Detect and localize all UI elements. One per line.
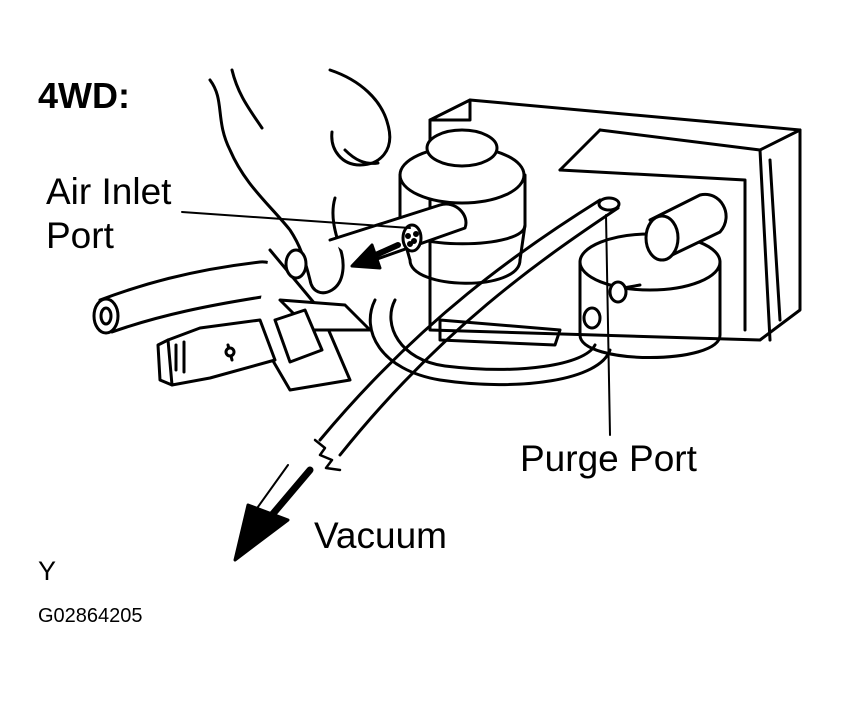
electrical-connector	[156, 308, 324, 387]
vacuum-arrow	[233, 464, 314, 562]
vacuum-hose	[313, 196, 621, 472]
vacuum-label: Vacuum	[314, 515, 447, 556]
air-inlet-port-label-line2: Port	[46, 215, 114, 256]
purge-port-label: Purge Port	[520, 438, 697, 479]
drive-type-title: 4WD:	[38, 75, 130, 116]
hand-illustration	[208, 68, 392, 295]
side-port	[644, 192, 728, 262]
hose-loop	[368, 298, 612, 387]
air-inlet-port-label: Air Inlet Port	[46, 170, 171, 258]
air-inlet-leader-line	[181, 211, 411, 229]
canister-housing	[428, 98, 802, 342]
air-inlet-port-label-line1: Air Inlet	[46, 171, 172, 212]
air-inlet-nozzle	[328, 202, 468, 267]
air-flow-arrow	[350, 242, 401, 270]
air-inlet-valve	[398, 128, 527, 285]
figure-code: G02864205	[38, 605, 143, 627]
purge-port-leader-line	[605, 214, 611, 436]
figure-letter: Y	[38, 556, 57, 586]
